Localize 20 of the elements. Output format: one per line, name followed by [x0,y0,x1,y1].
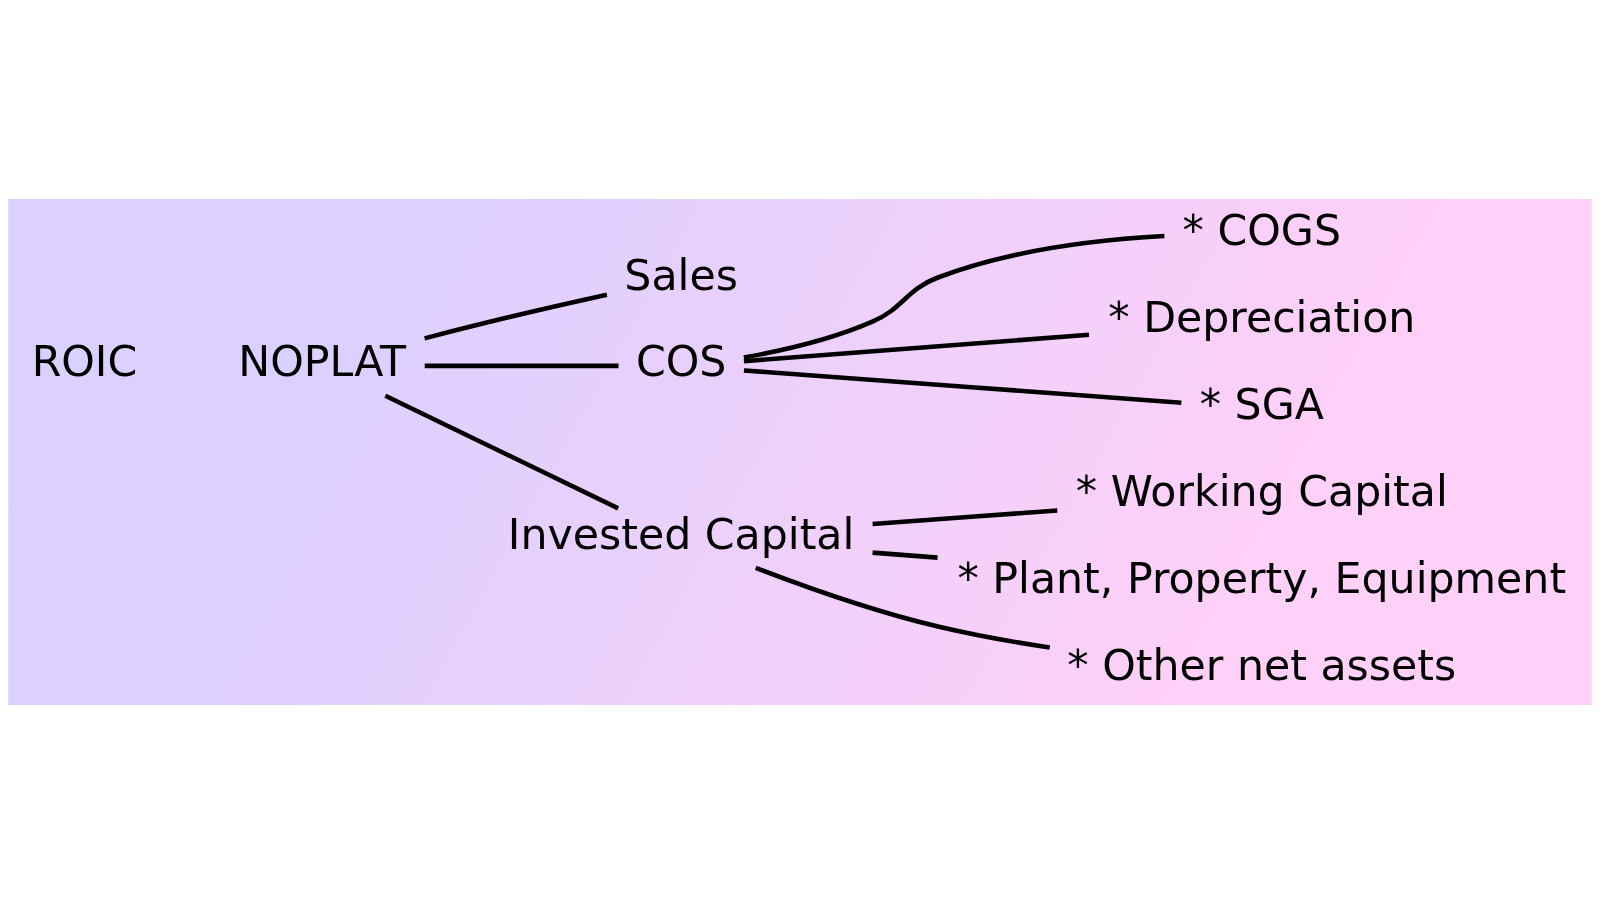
node-text: * Plant, Property, Equipment [957,552,1567,603]
node-text: * SGA [1199,378,1324,429]
node-text: Sales [624,249,738,300]
connector [872,507,1058,526]
node-text: * Working Capital [1075,465,1448,516]
connector [872,549,938,560]
node-text: COS [635,335,727,386]
connector [424,291,608,341]
label: ROIC [31,335,138,386]
connector [743,233,1165,360]
connector [384,393,620,510]
node-text: * COGS [1182,204,1341,255]
connector [743,367,1182,405]
connector [754,565,1051,650]
connector [424,363,619,368]
node-text: Invested Capital [507,508,855,559]
connector [743,332,1090,363]
node-text: NOPLAT [238,335,407,386]
node-text: * Other net assets [1067,639,1457,690]
node-text: * Depreciation [1108,291,1416,342]
